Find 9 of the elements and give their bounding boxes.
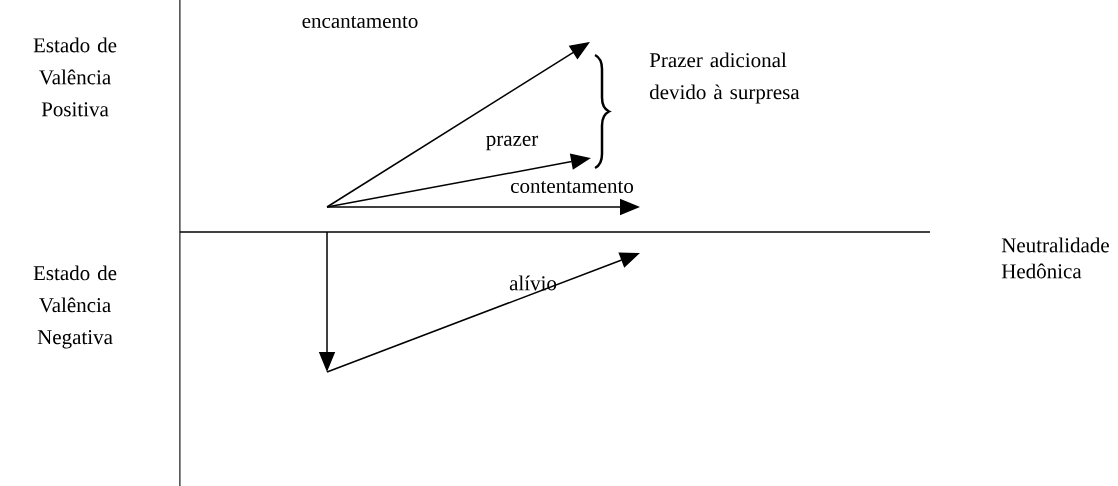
label: alívio [509,275,557,291]
label: contentamento [511,181,634,193]
label: Estado de Valência Positiva [33,37,117,117]
label: Estado de Valência Negativa [33,265,117,349]
label: encantamento [302,16,418,28]
label: Neutralidade [1001,237,1109,253]
label: prazer [486,135,539,151]
label: Hedônica [1001,263,1082,279]
label: Prazer adicional devido à surpresa [649,52,800,104]
